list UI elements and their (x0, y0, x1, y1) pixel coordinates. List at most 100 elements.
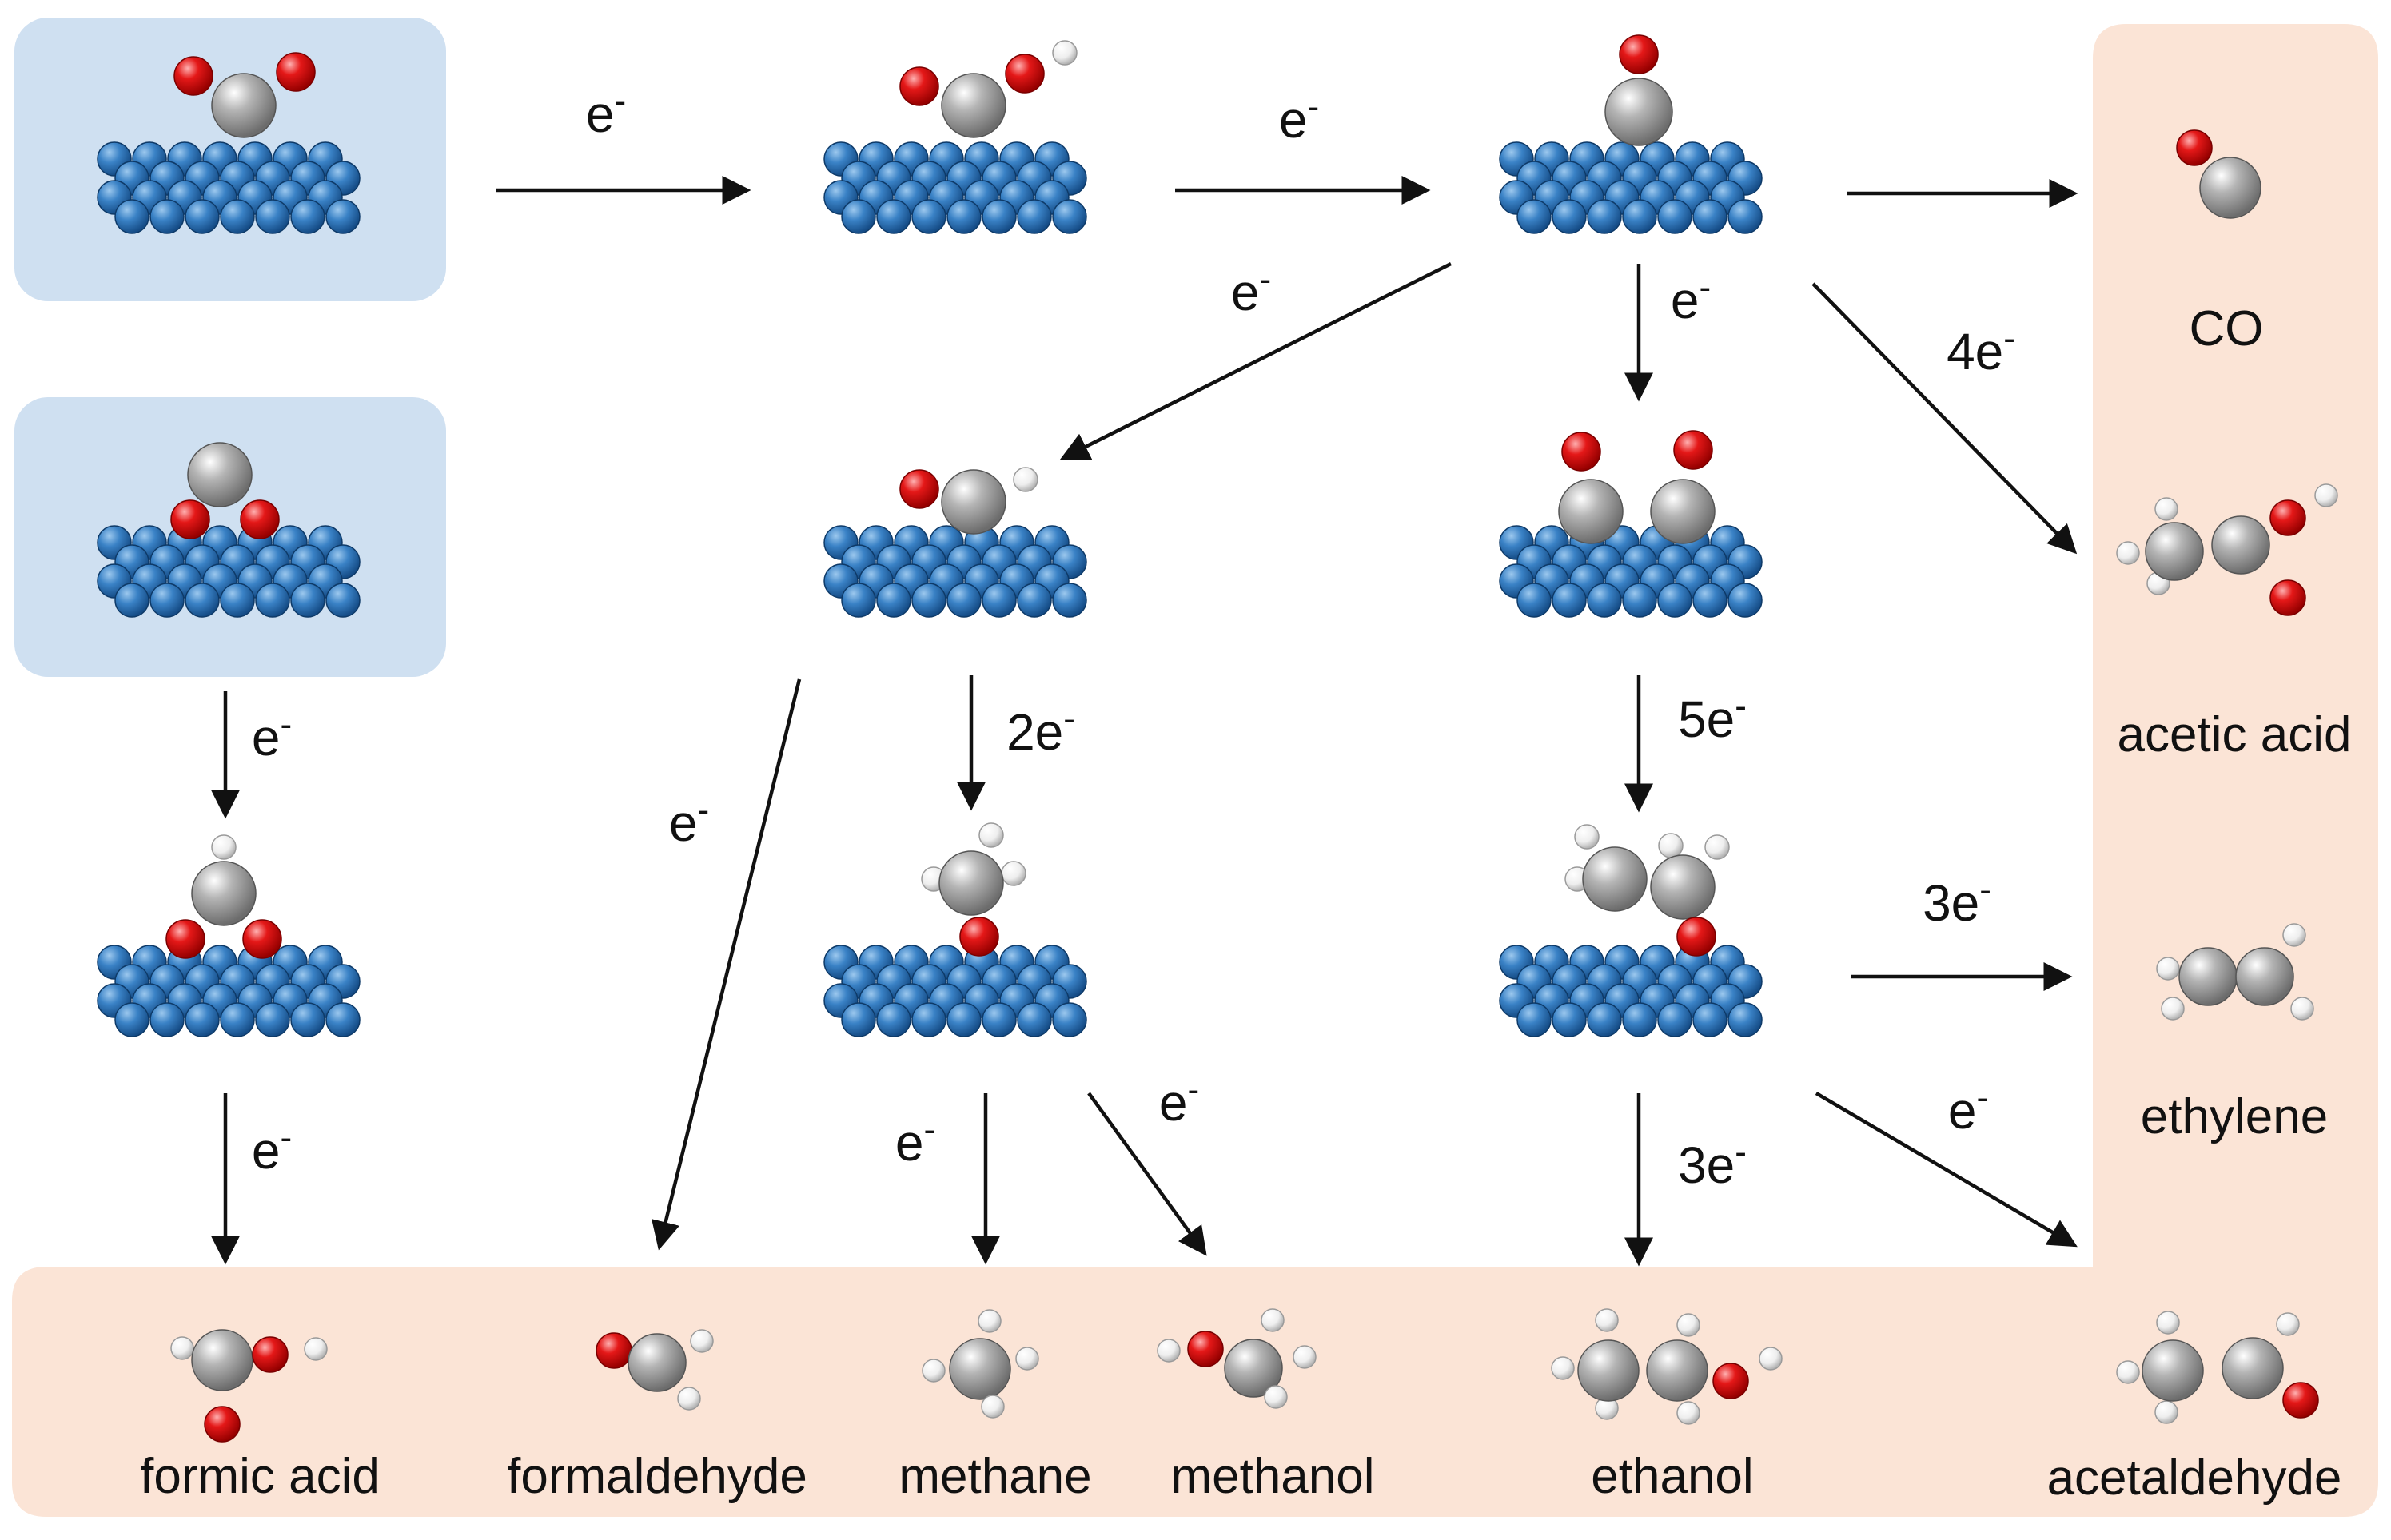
carbon-atom (1646, 1339, 1708, 1402)
hydrogen-atom (677, 1387, 701, 1411)
product-ethanol: ethanol (1591, 1449, 1753, 1504)
hydrogen-atom (2282, 923, 2306, 947)
surface-atom (1587, 199, 1622, 234)
oxygen-atom (170, 499, 210, 539)
label-och3-to-methanol: e- (1159, 1070, 1199, 1132)
molecule-acetic-acid (2116, 483, 2338, 616)
oxygen-atom (204, 1406, 241, 1443)
hydrogen-atom (1676, 1313, 1700, 1337)
hydrogen-atom (981, 1395, 1005, 1419)
surface-atom (982, 199, 1017, 234)
molecule-methane (922, 1309, 1039, 1419)
label-cooh-to-co: e- (1279, 87, 1319, 149)
surface-atom (1727, 199, 1763, 234)
carbon-atom (2222, 1337, 2284, 1399)
molecule-co-adsorbed (1604, 34, 1673, 146)
label-co-to-dimer: e- (1671, 268, 1711, 329)
carbon-atom (191, 861, 257, 926)
product-ethylene: ethylene (2141, 1089, 2328, 1144)
surface-atom (911, 199, 946, 234)
surface-atom (1622, 583, 1657, 618)
carbon-atom (2199, 157, 2261, 219)
surface-atom (290, 1002, 325, 1037)
hydrogen-atom (304, 1337, 328, 1361)
surface-atom (1052, 583, 1087, 618)
carbon-atom (949, 1338, 1011, 1400)
surface-atom (1657, 1002, 1692, 1037)
surface-atom (1552, 583, 1587, 618)
surface-atom (911, 1002, 946, 1037)
arrow-c2-to-acetaldehyde (1815, 1092, 2078, 1248)
molecule-acetaldehyde (2116, 1311, 2319, 1424)
hydrogen-atom (2154, 1400, 2178, 1424)
surface-atom (841, 1002, 876, 1037)
hydrogen-atom (2154, 497, 2178, 521)
surface-atom (982, 583, 1017, 618)
surface-atom (911, 583, 946, 618)
surface-atom (876, 199, 911, 234)
hydrogen-atom (1595, 1308, 1619, 1332)
label-dimer-to-c2: 5e- (1678, 686, 1747, 748)
label-co-to-cho: e- (1231, 260, 1271, 321)
hydrogen-atom (2276, 1312, 2300, 1336)
surface-atom (946, 1002, 982, 1037)
surface-atom (1692, 583, 1727, 618)
carbon-atom (2235, 947, 2294, 1006)
surface-atom (876, 1002, 911, 1037)
surface-atom (1657, 583, 1692, 618)
surface-atom (1622, 199, 1657, 234)
label-hcooh-to-formic: e- (252, 1118, 292, 1180)
hydrogen-atom (2314, 483, 2338, 507)
hydrogen-atom (1264, 1385, 1288, 1409)
surface-atom (876, 583, 911, 618)
surface-atom (1692, 1002, 1727, 1037)
hydrogen-atom (690, 1329, 714, 1353)
carbon-atom (211, 73, 277, 138)
product-acetic-acid: acetic acid (2118, 707, 2352, 762)
surface-atom (255, 1002, 290, 1037)
molecule-c2-intermediate (1564, 824, 1730, 957)
surface-och3 (823, 945, 1087, 1037)
hydrogen-atom (1658, 833, 1684, 858)
oxygen-atom (1673, 430, 1713, 470)
oxygen-atom (899, 66, 939, 106)
surface-atom (114, 199, 149, 234)
hydrogen-atom (1157, 1339, 1181, 1363)
carbon-atom (1582, 846, 1648, 912)
carbon-atom (1577, 1339, 1640, 1402)
hydrogen-atom (1261, 1308, 1285, 1332)
surface-atom (185, 1002, 220, 1037)
product-formaldehyde: formaldehyde (507, 1449, 807, 1504)
reaction-arrows (211, 176, 2078, 1267)
oxygen-atom (173, 56, 213, 96)
oxygen-atom (1676, 917, 1716, 957)
surface-c2-intermediate (1499, 945, 1763, 1037)
molecule-co-dimer (1558, 430, 1716, 544)
oxygen-atom (2269, 579, 2306, 616)
carbon-atom (1558, 479, 1624, 544)
surface-cho (823, 525, 1087, 618)
carbon-atom (1650, 854, 1716, 920)
hydrogen-atom (1001, 861, 1026, 886)
surface-atom (149, 199, 185, 234)
surface-atom (1516, 583, 1552, 618)
oxygen-atom (240, 499, 280, 539)
hydrogen-atom (2156, 1311, 2180, 1335)
hydrogen-atom (922, 1359, 946, 1383)
molecule-co2-bent (170, 442, 280, 539)
surface-atom (1017, 583, 1052, 618)
surface-co2-linear (97, 141, 361, 234)
surface-co-dimer (1499, 525, 1763, 618)
surface-hcooh (97, 945, 361, 1037)
oxygen-atom (2282, 1382, 2319, 1419)
surface-co2-bent (97, 525, 361, 618)
oxygen-atom (252, 1336, 289, 1373)
oxygen-atom (959, 917, 999, 957)
surface-atom (255, 583, 290, 618)
hydrogen-atom (2116, 1360, 2140, 1384)
product-formic-acid: formic acid (140, 1449, 380, 1504)
label-c2-to-ethylene: 3e- (1923, 870, 1991, 932)
surface-atom (1516, 199, 1552, 234)
oxygen-atom (1619, 34, 1659, 74)
